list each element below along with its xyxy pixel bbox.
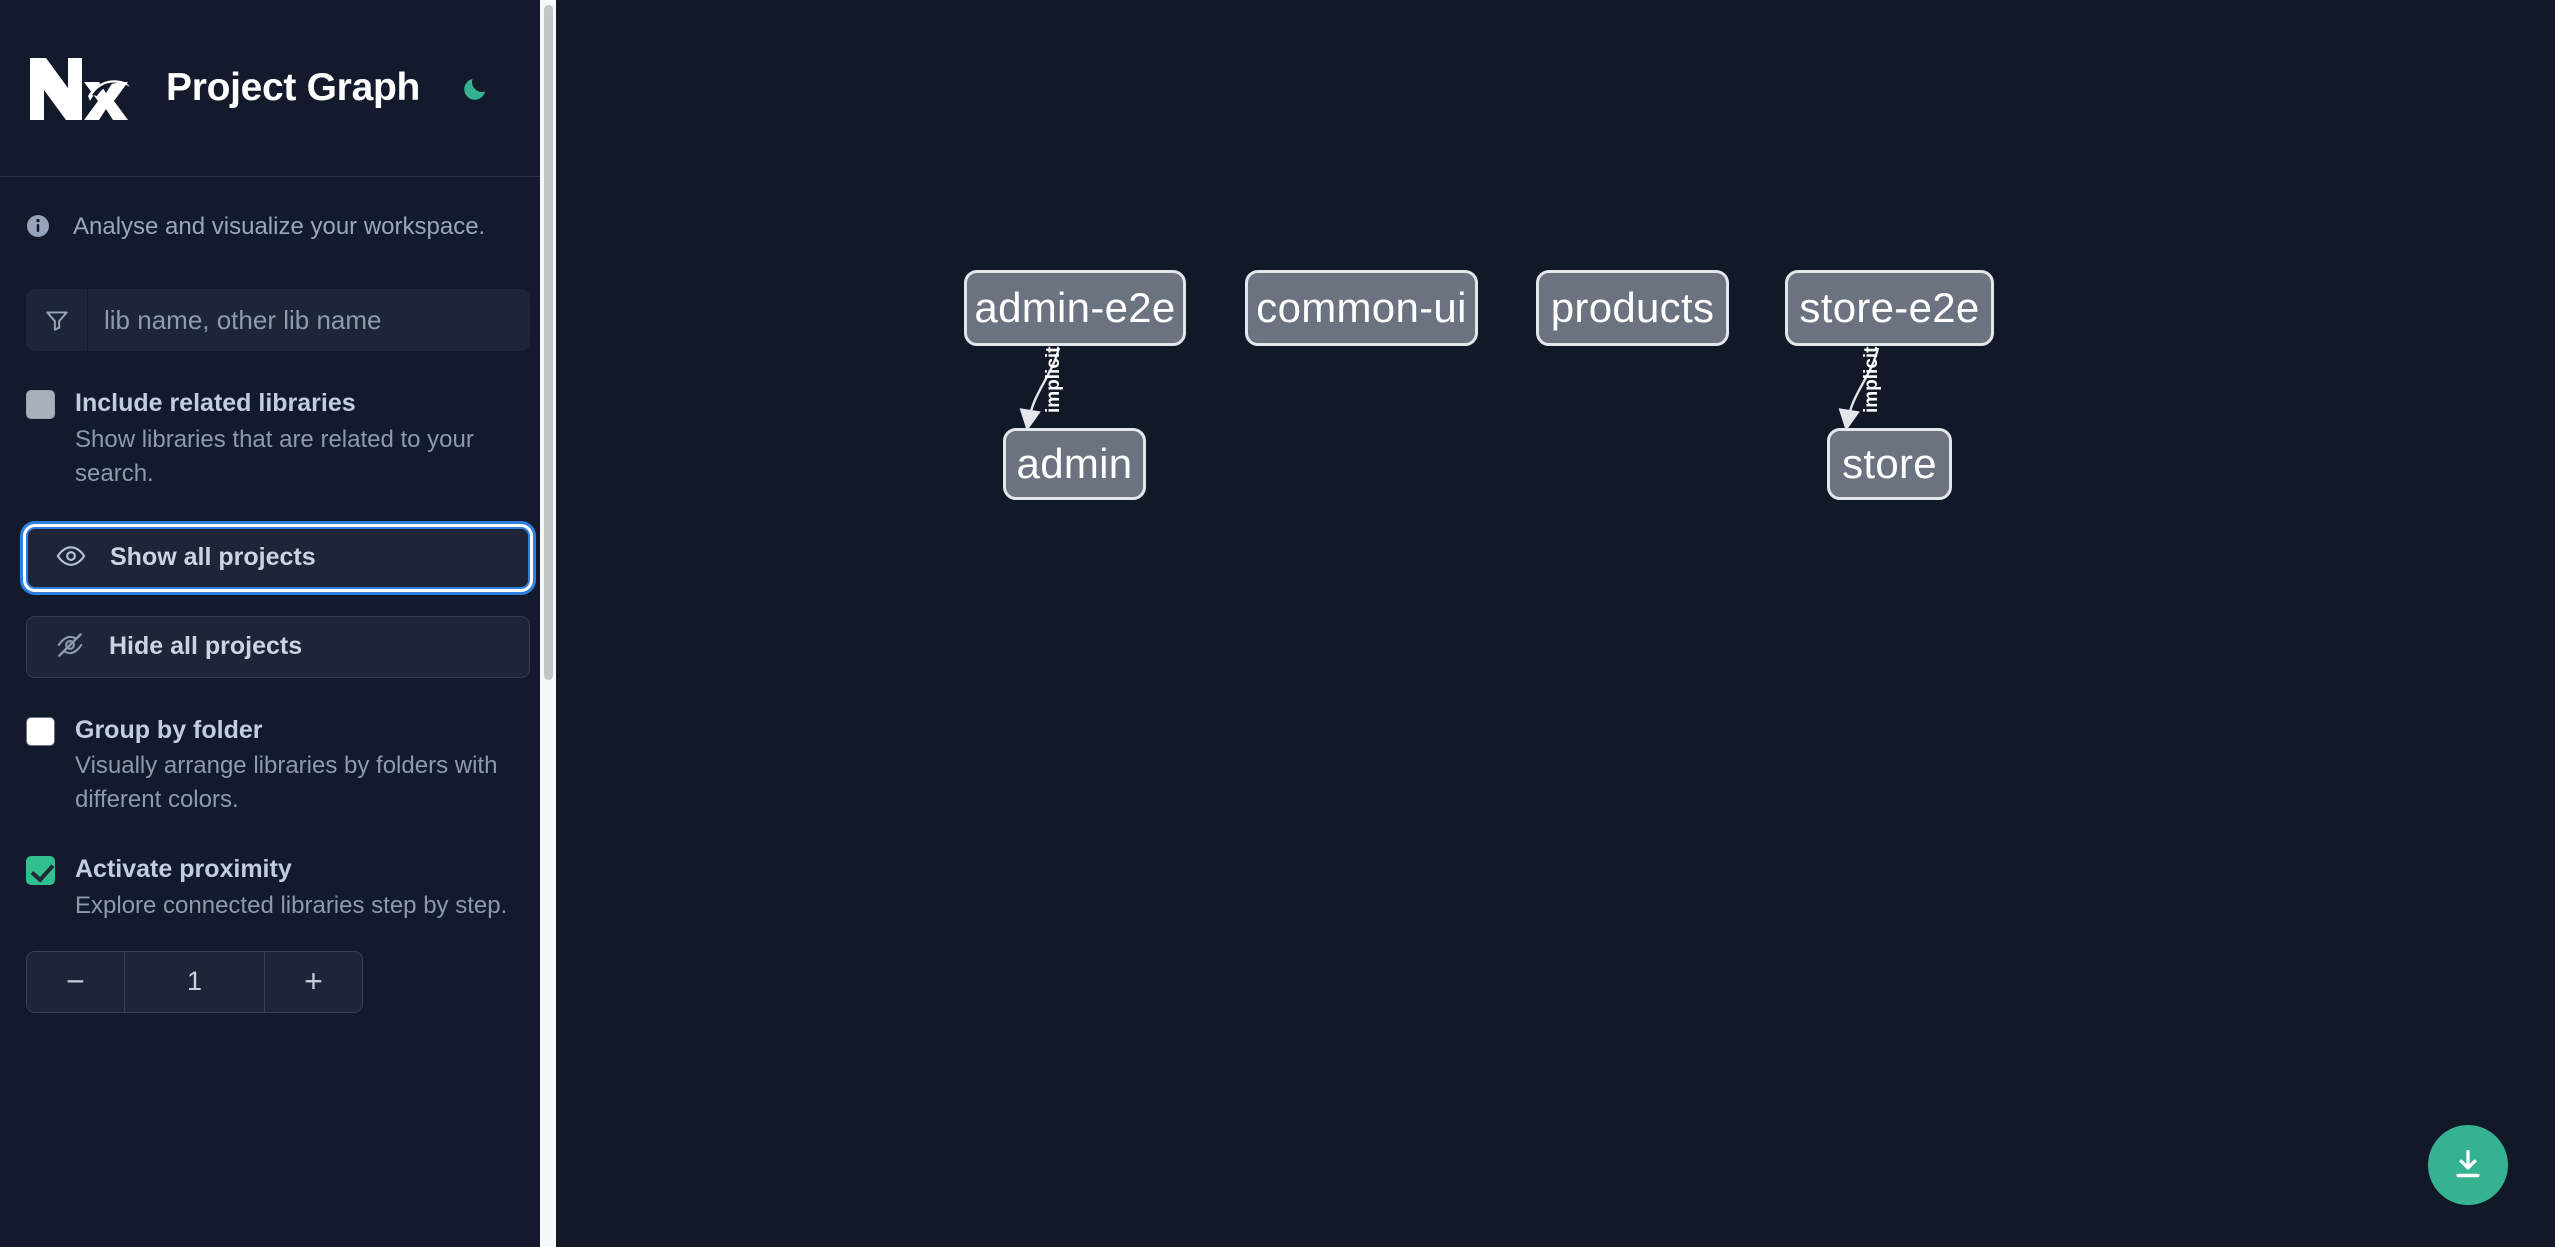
graph-canvas[interactable]: admin-e2e common-ui products store-e2e a… (556, 0, 2555, 1247)
eye-off-icon (53, 630, 87, 664)
option-description: Explore connected libraries step by step… (75, 891, 508, 919)
show-all-projects-label: Show all projects (110, 543, 316, 572)
show-all-projects-button[interactable]: Show all projects (26, 526, 530, 589)
stepper-increment-button[interactable]: + (265, 951, 362, 1012)
graph-node-products[interactable]: products (1536, 270, 1729, 346)
tagline-text: Analyse and visualize your workspace. (73, 213, 486, 240)
graph-node-admin-e2e[interactable]: admin-e2e (964, 270, 1186, 346)
nx-logo-icon (26, 52, 130, 124)
stepper-value[interactable]: 1 (124, 951, 265, 1012)
moon-icon[interactable] (454, 66, 498, 110)
option-activate-proximity[interactable]: Activate proximity Explore connected lib… (0, 851, 556, 923)
option-include-related-libraries[interactable]: Include related libraries Show libraries… (0, 385, 556, 491)
filter-section (0, 289, 556, 351)
graph-edges (1019, 347, 1880, 432)
option-group-by-folder[interactable]: Group by folder Visually arrange librari… (0, 712, 556, 818)
funnel-icon (26, 289, 88, 351)
graph-node-store-e2e[interactable]: store-e2e (1785, 270, 1994, 346)
search-input[interactable] (88, 289, 530, 351)
option-description: Visually arrange libraries by folders wi… (75, 752, 498, 814)
graph-node-label: admin-e2e (974, 284, 1176, 331)
graph-node-admin[interactable]: admin (1003, 428, 1146, 500)
graph-node-label: admin (1016, 440, 1133, 487)
graph-node-label: store (1842, 440, 1937, 487)
graph-node-label: products (1550, 284, 1715, 331)
edge-admin-e2e-to-admin (1019, 347, 1061, 432)
visibility-buttons: Show all projects Hide all projects (0, 526, 556, 678)
download-button[interactable] (2428, 1125, 2508, 1205)
edge-store-e2e-to-store (1838, 347, 1880, 432)
graph-node-common-ui[interactable]: common-ui (1245, 270, 1478, 346)
eye-icon (54, 541, 88, 575)
tagline: Analyse and visualize your workspace. (0, 177, 556, 277)
sidebar-header: Project Graph (0, 0, 556, 177)
group-by-folder-checkbox[interactable] (26, 716, 55, 746)
option-label: Group by folder (75, 715, 263, 744)
hide-all-projects-button[interactable]: Hide all projects (26, 615, 530, 678)
graph-node-store[interactable]: store (1827, 428, 1952, 500)
search-box[interactable] (26, 289, 530, 351)
option-description: Show libraries that are related to your … (75, 425, 474, 487)
graph-node-label: common-ui (1256, 284, 1467, 331)
sidebar-scrollbar-track[interactable] (540, 0, 556, 1247)
download-icon (2456, 1149, 2480, 1178)
activate-proximity-checkbox[interactable] (26, 856, 55, 886)
proximity-stepper[interactable]: − 1 + (26, 950, 363, 1013)
stepper-decrement-button[interactable]: − (27, 951, 124, 1012)
option-label: Include related libraries (75, 389, 356, 417)
hide-all-projects-label: Hide all projects (109, 632, 303, 661)
info-icon (26, 214, 53, 241)
page-title: Project Graph (166, 66, 420, 109)
sidebar-scrollbar-thumb[interactable] (544, 5, 553, 680)
sidebar: Project Graph Analyse and visualize your… (0, 0, 556, 1247)
include-related-libraries-checkbox[interactable] (26, 390, 55, 419)
option-label: Activate proximity (75, 855, 292, 884)
graph-node-label: store-e2e (1799, 284, 1980, 331)
